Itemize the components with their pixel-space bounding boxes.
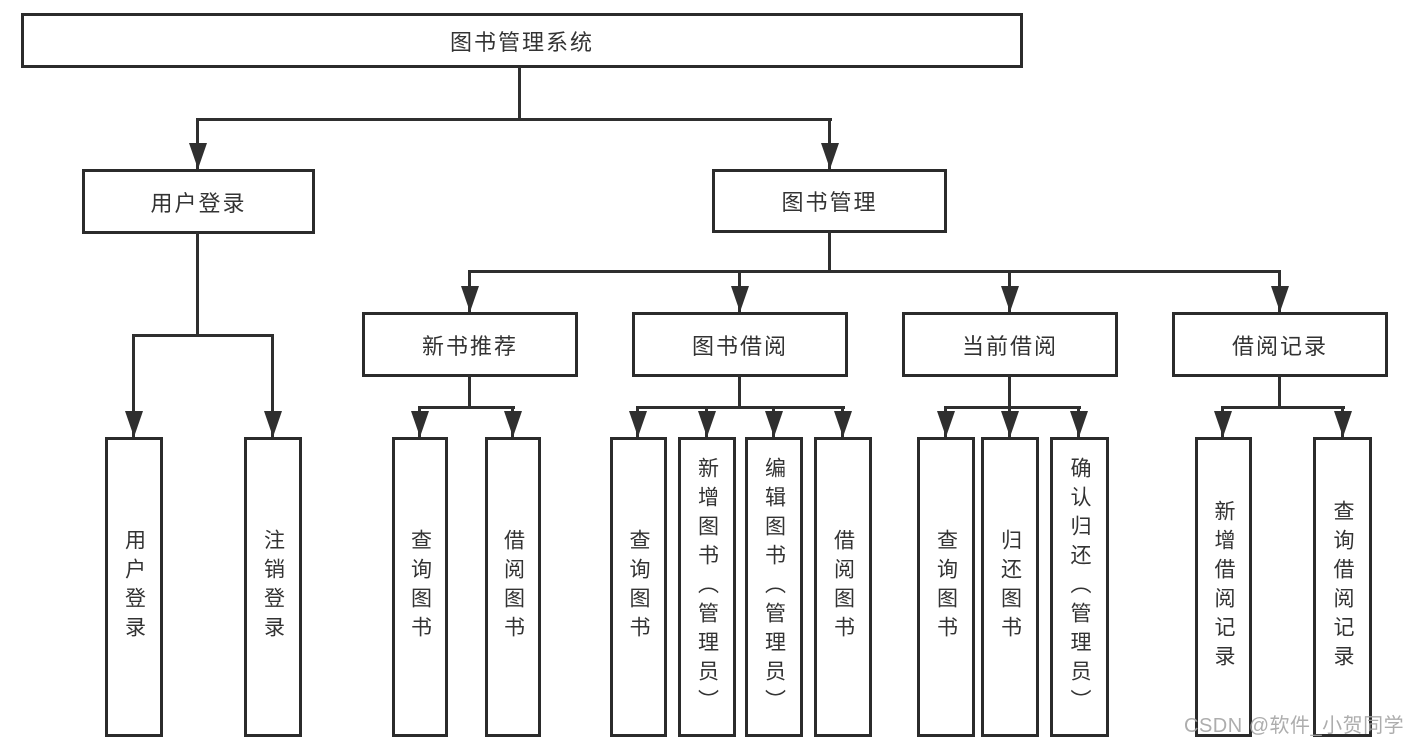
connector-book-borrow-stem [738,375,741,409]
leaf-add-borrow-record: 新增借阅记录 [1195,437,1252,737]
connector-user-login-branch [132,334,274,337]
leaf-user-login-label: 用户登录 [122,529,146,645]
arrowhead-book-borrow [731,286,749,312]
connector-root-stem [518,67,521,121]
leaf-borrow-books-label: 借阅图书 [831,529,855,645]
node-new-book-recommend-label: 新书推荐 [421,333,518,359]
leaf-borrow-query-books: 查询图书 [610,437,667,737]
node-root-label: 图书管理系统 [449,29,594,55]
leaf-recommend-borrow-books-label: 借阅图书 [501,529,525,645]
leaf-return-books-label: 归还图书 [998,529,1022,645]
leaf-add-books-admin-label: 新增图书（管理员） [695,456,719,718]
connector-book-management-stem [828,231,831,273]
arrowhead-bb-add [698,411,716,437]
node-user-login: 用户登录 [82,169,315,234]
connector-recommend-branch [418,406,515,409]
node-new-book-recommend: 新书推荐 [362,312,578,377]
connector-recommend-stem [468,375,471,409]
arrowhead-user-login [189,143,207,169]
node-borrow-records-label: 借阅记录 [1231,333,1328,359]
arrowhead-cb-query [937,411,955,437]
leaf-confirm-return-admin-label: 确认归还（管理员） [1068,456,1091,718]
arrowhead-cb-confirm [1070,411,1088,437]
connector-book-borrow-branch [636,406,845,409]
connector-current-borrow-branch [944,406,1081,409]
leaf-confirm-return-admin: 确认归还（管理员） [1050,437,1109,737]
leaf-current-query-books-label: 查询图书 [934,529,958,645]
node-book-management: 图书管理 [712,169,947,233]
leaf-borrow-query-books-label: 查询图书 [627,529,650,645]
connector-drop-leaf-logout [271,334,274,437]
leaf-edit-books-admin-label: 编辑图书（管理员） [762,456,786,718]
connector-borrow-records-stem [1278,375,1281,409]
csdn-watermark: CSDN @软件_小贺同学 [1184,715,1405,737]
arrowhead-book-management [821,143,839,169]
connector-drop-leaf-user-login [132,334,135,437]
arrowhead-leaf-user-login [125,411,143,437]
node-book-borrow: 图书借阅 [632,312,848,377]
arrowhead-current-borrow [1001,286,1019,312]
leaf-logout-label: 注销登录 [261,529,285,645]
arrowhead-bb-borrow [834,411,852,437]
leaf-return-books: 归还图书 [981,437,1039,737]
connector-borrow-records-branch [1221,406,1345,409]
leaf-query-borrow-record: 查询借阅记录 [1313,437,1372,737]
arrowhead-br-query [1334,411,1352,437]
leaf-logout: 注销登录 [244,437,302,737]
leaf-query-borrow-record-label: 查询借阅记录 [1331,500,1354,674]
leaf-add-books-admin: 新增图书（管理员） [678,437,736,737]
leaf-recommend-query-books-label: 查询图书 [408,529,432,645]
arrowhead-recommend [461,286,479,312]
arrowhead-borrow-records [1271,286,1289,312]
leaf-edit-books-admin: 编辑图书（管理员） [745,437,803,737]
leaf-recommend-query-books: 查询图书 [392,437,448,737]
node-current-borrow-label: 当前借阅 [961,333,1058,359]
connector-level2-branch [468,270,1281,273]
connector-user-login-stem [196,232,199,337]
arrowhead-recommend-borrow [504,411,522,437]
connector-level1-branch [196,118,832,121]
leaf-add-borrow-record-label: 新增借阅记录 [1212,500,1235,674]
node-book-borrow-label: 图书借阅 [691,333,788,359]
leaf-current-query-books: 查询图书 [917,437,975,737]
arrowhead-leaf-logout [264,411,282,437]
leaf-user-login: 用户登录 [105,437,163,737]
leaf-recommend-borrow-books: 借阅图书 [485,437,541,737]
node-user-login-label: 用户登录 [150,190,247,216]
node-book-management-label: 图书管理 [781,190,878,215]
arrowhead-br-add [1214,411,1232,437]
node-root: 图书管理系统 [21,13,1023,68]
arrowhead-bb-edit [765,411,783,437]
arrowhead-recommend-query [411,411,429,437]
connector-current-borrow-stem [1008,375,1011,409]
arrowhead-cb-return [1001,411,1019,437]
node-borrow-records: 借阅记录 [1172,312,1388,377]
node-current-borrow: 当前借阅 [902,312,1118,377]
leaf-borrow-books: 借阅图书 [814,437,872,737]
arrowhead-bb-query [629,411,647,437]
